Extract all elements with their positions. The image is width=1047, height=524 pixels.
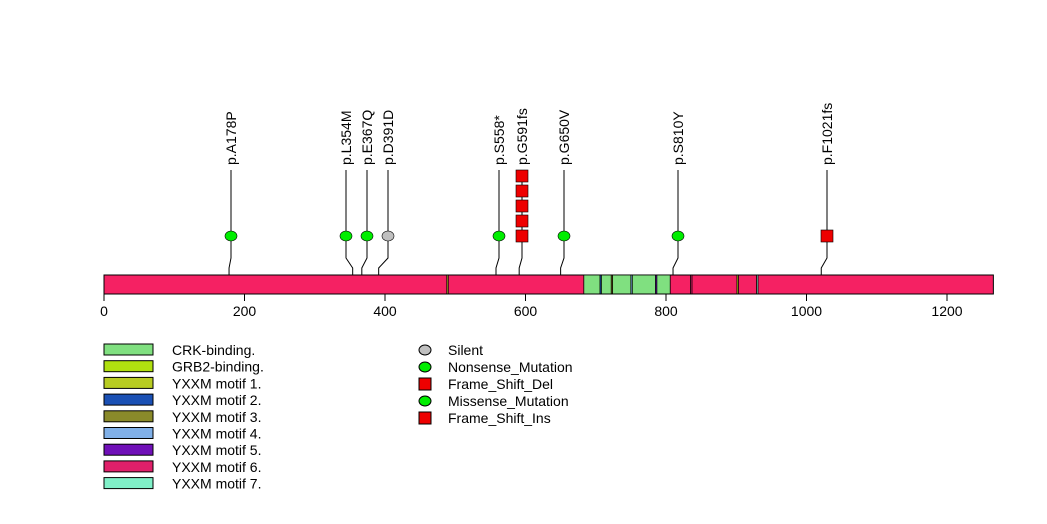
legend-domain-swatch (103, 410, 154, 423)
mutation-marker-circle (224, 230, 238, 242)
mutation-marker-circle (360, 230, 374, 242)
x-tick-label: 400 (373, 303, 397, 319)
x-tick-label: 600 (514, 303, 538, 319)
domain-grb2-binding- (736, 274, 739, 295)
mutation-marker-square (515, 199, 529, 213)
legend-domain-label: YXXM motif 6. (172, 459, 261, 475)
legend-type-label: Frame_Shift_Ins (448, 410, 551, 426)
x-tick-label: 800 (654, 303, 678, 319)
legend-domain-swatch (103, 460, 154, 473)
x-tick-label: 200 (233, 303, 257, 319)
mutation-label: p.A178P (223, 111, 239, 165)
legend-type-square (418, 377, 432, 391)
legend-type-label: Nonsense_Mutation (448, 359, 573, 375)
mutation-label: p.F1021fs (819, 103, 835, 165)
mutation-stem (820, 170, 828, 275)
legend-type-circle (418, 395, 432, 407)
mutation-label: p.D391D (380, 110, 396, 165)
mutation-label: p.E367Q (359, 110, 375, 165)
domain-yxxm-motif-2- (599, 274, 602, 295)
legend-domain-swatch (103, 393, 154, 406)
mutation-label: p.L354M (338, 111, 354, 165)
legend-type-square (418, 411, 432, 425)
mutation-marker-circle (671, 230, 685, 242)
legend-domain-label: YXXM motif 4. (172, 426, 261, 442)
mutation-marker-circle (557, 230, 571, 242)
mutation-marker-square (515, 169, 529, 183)
x-tick-label: 1000 (791, 303, 822, 319)
legend-domain-label: YXXM motif 1. (172, 375, 261, 391)
legend-domain-swatch (103, 376, 154, 389)
legend-domain-label: YXXM motif 7. (172, 476, 261, 492)
mutation-stem (560, 170, 565, 275)
mutation-marker-circle (492, 230, 506, 242)
legend-domain-swatch (103, 427, 154, 439)
legend-type-label: Frame_Shift_Del (448, 376, 553, 392)
mutation-marker-circle (381, 230, 395, 242)
legend-domain-label: GRB2-binding. (172, 359, 264, 375)
domain-yxxm-motif-1- (446, 274, 449, 295)
mutation-stem (345, 170, 354, 275)
legend-type-label: Silent (448, 342, 483, 358)
legend-type-circle (418, 344, 432, 356)
legend-domain-swatch (103, 343, 154, 356)
legend-domain-swatch (103, 360, 154, 373)
x-tick-label: 0 (100, 303, 108, 319)
mutation-stem (228, 170, 232, 275)
mutation-label: p.G591fs (514, 108, 530, 165)
x-tick-label: 1200 (931, 303, 962, 319)
mutation-marker-circle (339, 230, 353, 242)
legend-domain-label: YXXM motif 2. (172, 392, 261, 408)
legend-type-label: Missense_Mutation (448, 393, 569, 409)
mutation-stem (518, 170, 523, 275)
domain-yxxm-motif-3- (610, 274, 614, 295)
mutation-stem (361, 170, 368, 275)
legend-domain-label: YXXM motif 5. (172, 442, 261, 458)
legend-domain-swatch (103, 477, 154, 490)
mutation-stem (378, 170, 389, 275)
legend-domain-label: CRK-binding. (172, 342, 255, 358)
domain-yxxm-motif-5- (655, 274, 658, 295)
mutation-stem (495, 170, 500, 275)
mutation-label: p.G650V (556, 109, 572, 165)
mutation-marker-square (515, 184, 529, 198)
mutation-label: p.S810Y (670, 111, 686, 165)
mutation-marker-square (515, 229, 529, 243)
mutation-stem (672, 170, 679, 275)
protein-backbone (103, 274, 994, 295)
domain-yxxm-motif-6- (690, 274, 693, 295)
mutation-label: p.S558* (491, 115, 507, 165)
legend-domain-label: YXXM motif 3. (172, 409, 261, 425)
legend-domain-swatch (103, 443, 154, 456)
domain-yxxm-motif-4- (630, 274, 633, 295)
domain-yxxm-motif-7- (756, 274, 759, 295)
legend-type-circle (418, 361, 432, 373)
mutation-marker-square (515, 214, 529, 228)
mutation-marker-square (820, 229, 834, 243)
